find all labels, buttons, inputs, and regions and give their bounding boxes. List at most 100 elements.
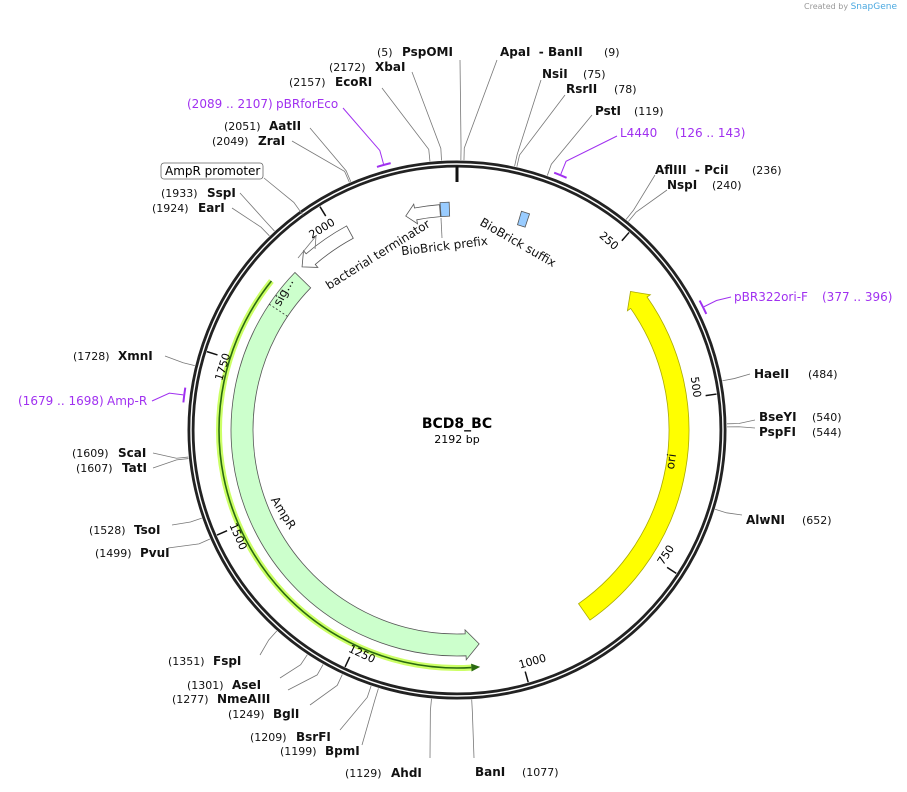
enzyme-position: (1499) [95,547,132,560]
enzyme-leader-line [361,688,379,746]
primer-name: L4440 [620,126,657,140]
enzyme-leader-line [287,664,324,691]
primer-binding-site [698,300,708,315]
enzyme-position: (2051) [224,120,261,133]
enzyme-name: ZraI [258,134,285,148]
biobrick-prefix-feature [439,201,451,218]
enzyme-position: (1351) [168,655,205,668]
enzyme-name: BglI [273,707,299,721]
primer-name: Amp-R [107,394,147,408]
ampr-orf-arrowhead [471,663,481,672]
enzyme-name: AflIII - PciI [655,163,729,177]
enzyme-position: (1199) [280,745,317,758]
primer-name: pBR322ori-F [734,290,808,304]
enzyme-position: (652) [802,514,832,527]
enzyme-position: (1129) [345,767,382,780]
enzyme-leader-line [429,698,432,759]
enzyme-position: (1607) [76,462,113,475]
tick-mark [705,393,717,397]
enzyme-position: (1924) [152,202,189,215]
tick-mark [206,350,218,356]
enzyme-leader-line [309,127,352,182]
enzyme-name: BseYI [759,410,797,424]
enzyme-name: PspOMI [402,45,453,59]
terminator-leader [297,234,317,259]
enzyme-name: ScaI [118,446,146,460]
primer-range: (377 .. 396) [822,290,892,304]
primer-leader-line [560,135,618,175]
enzyme-name: ApaI - BanII [500,45,583,59]
tick-label: 500 [688,376,704,399]
tick-mark [216,529,228,536]
enzyme-position: (1609) [72,447,109,460]
enzyme-name: BsrFI [296,730,331,744]
enzyme-name: TatI [122,461,147,475]
enzyme-position: (544) [812,426,842,439]
enzyme-position: (540) [812,411,842,424]
tick-mark [524,671,529,683]
enzyme-name: PspFI [759,425,796,439]
enzyme-position: (9) [604,46,620,59]
enzyme-position: (75) [583,68,606,81]
enzyme-name: SspI [207,186,236,200]
primer-binding-site [376,162,391,168]
enzyme-position: (484) [808,368,838,381]
enzyme-name: RsrII [566,82,597,96]
enzyme-leader-line [714,508,743,516]
enzyme-position: (2172) [329,61,366,74]
enzyme-name: AatII [269,119,301,133]
enzyme-name: HaeII [754,367,789,381]
enzyme-name: EarI [198,201,225,215]
enzyme-name: PstI [595,104,621,118]
enzyme-position: (1249) [228,708,265,721]
tick-label: 250 [597,229,621,253]
enzyme-position: (1209) [250,731,287,744]
enzyme-leader-line [167,538,211,549]
enzyme-leader-line [231,207,270,237]
primer-leader-line [703,296,732,308]
enzyme-position: (1728) [73,350,110,363]
enzyme-leader-line [152,452,189,459]
enzyme-leader-line [381,87,431,162]
ori-feature [577,291,690,621]
tick-mark [319,206,327,217]
primer-name: pBRforEco [276,97,338,111]
enzyme-position: (5) [377,46,393,59]
plasmid-name: BCD8_BC [422,416,492,432]
enzyme-leader-line [726,419,756,425]
enzyme-leader-line [546,114,593,176]
enzyme-position: (1301) [187,679,224,692]
enzyme-position: (1933) [161,187,198,200]
enzyme-name: TsoI [134,523,160,537]
enzyme-position: (236) [752,164,782,177]
enzyme-leader-line [726,426,756,429]
enzyme-leader-line [514,79,542,167]
enzyme-position: (2049) [212,135,249,148]
enzyme-leader-line [152,458,189,469]
enzyme-leader-line [463,59,498,161]
enzyme-name: NmeAIII [217,692,270,706]
tick-label: 1000 [517,651,547,671]
tick-label: 1500 [226,521,249,552]
enzyme-leader-line [164,355,195,367]
enzyme-name: NspI [667,178,697,192]
enzyme-name: XmnI [118,349,153,363]
enzyme-leader-line [309,674,343,706]
primer-leader-line [342,107,385,165]
ampr-promoter-label-box [160,162,264,180]
enzyme-name: XbaI [375,60,405,74]
enzyme-leader-line [279,654,308,679]
enzyme-name: AlwNI [746,513,785,527]
plasmid-length: 2192 bp [434,433,479,446]
enzyme-position: (1077) [522,766,559,779]
enzyme-name: FspI [213,654,241,668]
enzyme-position: (2157) [289,76,326,89]
ampr-orf-line [218,280,472,669]
primer-leader-line [151,392,184,402]
ring-gap [190,163,724,697]
ampr-promoter-leader [263,177,304,216]
enzyme-leader-line [625,174,656,220]
biobrick-suffix-feature [517,210,531,228]
enzyme-position: (1528) [89,524,126,537]
